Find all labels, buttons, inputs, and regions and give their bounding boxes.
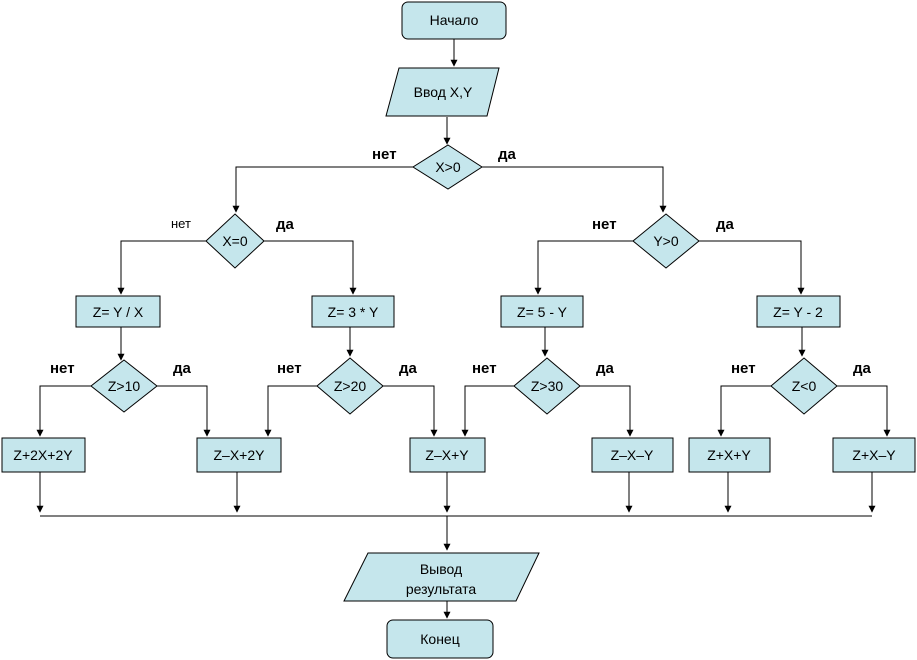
process-assign-2-text: Z= 3 * Y (328, 304, 379, 320)
process-assign-1-text: Z= Y / X (93, 304, 144, 320)
decision-x-eq-0-text: X=0 (222, 233, 248, 249)
process-result-6-text: Z+X–Y (852, 447, 896, 463)
branch-label-no-z-gt-30: нет (472, 360, 497, 377)
decision-z-gt-20-text: Z>20 (334, 378, 367, 394)
process-result-3 (409, 437, 486, 473)
branch-label-no-x-eq-0: нет (171, 216, 191, 231)
process-assign-2 (311, 295, 395, 328)
decision-x-gt-0 (412, 144, 483, 190)
process-assign-3 (500, 295, 584, 328)
process-result-4-text: Z–X–Y (611, 447, 654, 463)
input-parallelogram (385, 67, 500, 117)
branch-label-no-y-gt-0: нет (592, 216, 617, 233)
branch-label-no-z-gt-20: нет (277, 360, 302, 377)
input-text: Ввод X,Y (414, 84, 473, 100)
decision-z-lt-0 (770, 357, 838, 415)
decision-y-gt-0 (632, 213, 700, 269)
process-result-2-text: Z–X+2Y (214, 447, 266, 463)
process-result-1-text: Z+2X+2Y (13, 447, 73, 463)
process-result-5 (688, 437, 771, 473)
decision-y-gt-0-text: Y>0 (653, 233, 679, 249)
branch-label-no-z-gt-10: нет (50, 360, 75, 377)
decision-z-gt-10 (90, 359, 158, 413)
process-result-2 (196, 437, 282, 473)
start-text: Начало (430, 12, 479, 28)
output-parallelogram (343, 552, 540, 602)
process-assign-1 (75, 295, 161, 328)
decision-z-gt-30 (513, 357, 581, 415)
process-result-4 (591, 437, 674, 473)
start-terminator (401, 1, 507, 40)
branch-label-yes-z-lt-0: да (853, 360, 872, 377)
process-assign-4-text: Z= Y - 2 (773, 304, 823, 320)
decision-z-gt-20 (316, 357, 384, 415)
process-result-6 (832, 437, 916, 473)
process-assign-4 (756, 295, 841, 328)
branch-label-yes-y-gt-0: да (716, 216, 735, 233)
branch-label-yes-z-gt-30: да (596, 360, 615, 377)
decision-x-eq-0 (205, 213, 265, 269)
end-terminator (386, 619, 494, 659)
process-result-3-text: Z–X+Y (425, 447, 469, 463)
end-text: Конец (420, 631, 459, 647)
connectors (36, 39, 891, 619)
branch-label-no-x-gt-0: нет (372, 146, 397, 163)
decision-x-gt-0-text: X>0 (435, 159, 461, 175)
branch-label-yes-x-gt-0: да (498, 146, 517, 163)
decision-z-lt-0-text: Z<0 (792, 378, 817, 394)
process-assign-3-text: Z= 5 - Y (517, 304, 568, 320)
branch-label-yes-z-gt-20: да (399, 360, 418, 377)
output-text-line1: Вывод (420, 561, 462, 577)
process-result-5-text: Z+X+Y (707, 447, 751, 463)
process-result-1 (1, 437, 86, 473)
output-text-line2: результата (406, 581, 477, 597)
branch-label-yes-x-eq-0: да (276, 216, 295, 233)
branch-label-yes-z-gt-10: да (173, 360, 192, 377)
decision-z-gt-10-text: Z>10 (108, 378, 141, 394)
branch-label-no-z-lt-0: нет (731, 360, 756, 377)
decision-z-gt-30-text: Z>30 (531, 378, 564, 394)
